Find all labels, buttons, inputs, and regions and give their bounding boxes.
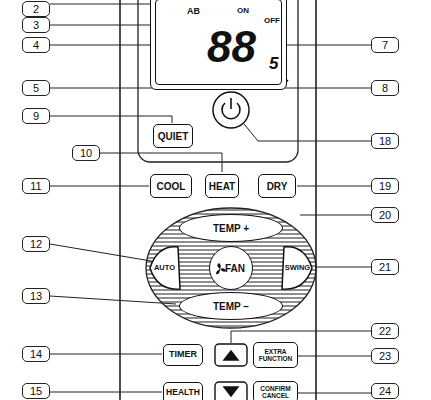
callout-number: 19 xyxy=(379,181,391,192)
remote-button: TEMP − xyxy=(179,292,283,320)
remote-button: EXTRA FUNCTION xyxy=(253,342,298,368)
callout-number: 9 xyxy=(33,111,39,122)
callout-badge: 18 xyxy=(371,133,399,149)
callout-number: 5 xyxy=(33,83,39,94)
button-label: COOL xyxy=(157,181,186,192)
callout-badge: 10 xyxy=(72,145,100,161)
lcd-text: AB xyxy=(187,7,200,16)
lcd-display: AB ON OFF 88 5 xyxy=(150,0,287,90)
callout-badge: 11 xyxy=(22,178,50,194)
button-label: CONFIRM CANCEL xyxy=(254,385,297,399)
button-label: DRY xyxy=(267,181,288,192)
callout-badge: 22 xyxy=(371,323,399,339)
callout-number: 11 xyxy=(30,181,41,192)
callout-number: 8 xyxy=(382,83,388,94)
button-label: TIMER xyxy=(169,350,197,360)
remote-button: TIMER xyxy=(163,344,203,366)
callout-badge: 13 xyxy=(22,288,50,304)
callout-number: 12 xyxy=(30,239,42,250)
callout-badge: 24 xyxy=(371,383,399,399)
power-button xyxy=(213,92,249,128)
wedge-shape xyxy=(282,247,312,289)
button-label: TEMP − xyxy=(213,301,249,312)
callout-badge: 7 xyxy=(371,37,399,53)
callout-badge: 4 xyxy=(22,37,50,53)
callout-badge: 12 xyxy=(22,236,50,252)
remote-button: QUIET xyxy=(153,124,193,148)
button-label: FAN xyxy=(217,263,245,274)
remote-button: TEMP + xyxy=(179,214,283,242)
callout-badge: 14 xyxy=(22,346,50,362)
callout-badge: 19 xyxy=(371,178,399,194)
button-label: TEMP + xyxy=(213,223,249,234)
callout-badge: 3 xyxy=(22,17,50,33)
callout-badge: 20 xyxy=(371,207,399,223)
button-label: HEAT xyxy=(209,181,235,192)
callout-number: 20 xyxy=(379,210,391,221)
callout-badge: 8 xyxy=(371,80,399,96)
callout-number: 15 xyxy=(30,386,42,397)
lcd-text: 5 xyxy=(269,55,278,72)
lcd-text: ON xyxy=(237,7,249,15)
callout-number: 14 xyxy=(30,349,42,360)
fan-icon xyxy=(214,263,226,275)
callout-number: 24 xyxy=(379,386,391,397)
button-label: QUIET xyxy=(158,131,189,142)
remote-button: DRY xyxy=(258,174,296,198)
remote-button: FAN xyxy=(209,246,253,290)
callout-badge: 9 xyxy=(22,108,50,124)
arrow-buttons xyxy=(215,344,247,400)
remote-button: COOL xyxy=(150,174,192,198)
control-pad xyxy=(146,208,316,328)
button-label: SWING xyxy=(285,264,310,272)
fan-blades xyxy=(216,263,226,274)
callout-number: 4 xyxy=(33,40,39,51)
remote-button: SWING xyxy=(280,243,315,293)
button-label: EXTRA FUNCTION xyxy=(254,348,297,362)
remote-button: CONFIRM CANCEL xyxy=(253,381,298,400)
top-panel xyxy=(138,0,298,162)
lcd-text: OFF xyxy=(264,17,280,25)
button-label: AUTO xyxy=(154,264,175,272)
wedge-shape xyxy=(150,247,180,289)
callout-number: 21 xyxy=(379,262,391,273)
remote-button: AUTO xyxy=(147,243,182,293)
lcd-text: 88 xyxy=(207,25,256,69)
callout-number: 13 xyxy=(30,291,42,302)
leader-lines xyxy=(50,4,371,393)
callout-number: 10 xyxy=(80,148,92,159)
callout-number: 7 xyxy=(382,40,388,51)
remote-button: HEALTH xyxy=(163,382,203,400)
callout-number: 18 xyxy=(379,136,391,147)
callout-number: 2 xyxy=(33,4,39,15)
remote-button: HEAT xyxy=(205,174,239,198)
callout-number: 23 xyxy=(379,351,391,362)
callout-number: 22 xyxy=(379,326,391,337)
callout-badge: 5 xyxy=(22,80,50,96)
callout-badge: 2 xyxy=(22,1,50,17)
button-label: HEALTH xyxy=(166,388,200,397)
callout-badge: 23 xyxy=(371,348,399,364)
callout-badge: 15 xyxy=(22,383,50,399)
callout-number: 3 xyxy=(33,20,39,31)
callout-badge: 21 xyxy=(371,259,399,275)
